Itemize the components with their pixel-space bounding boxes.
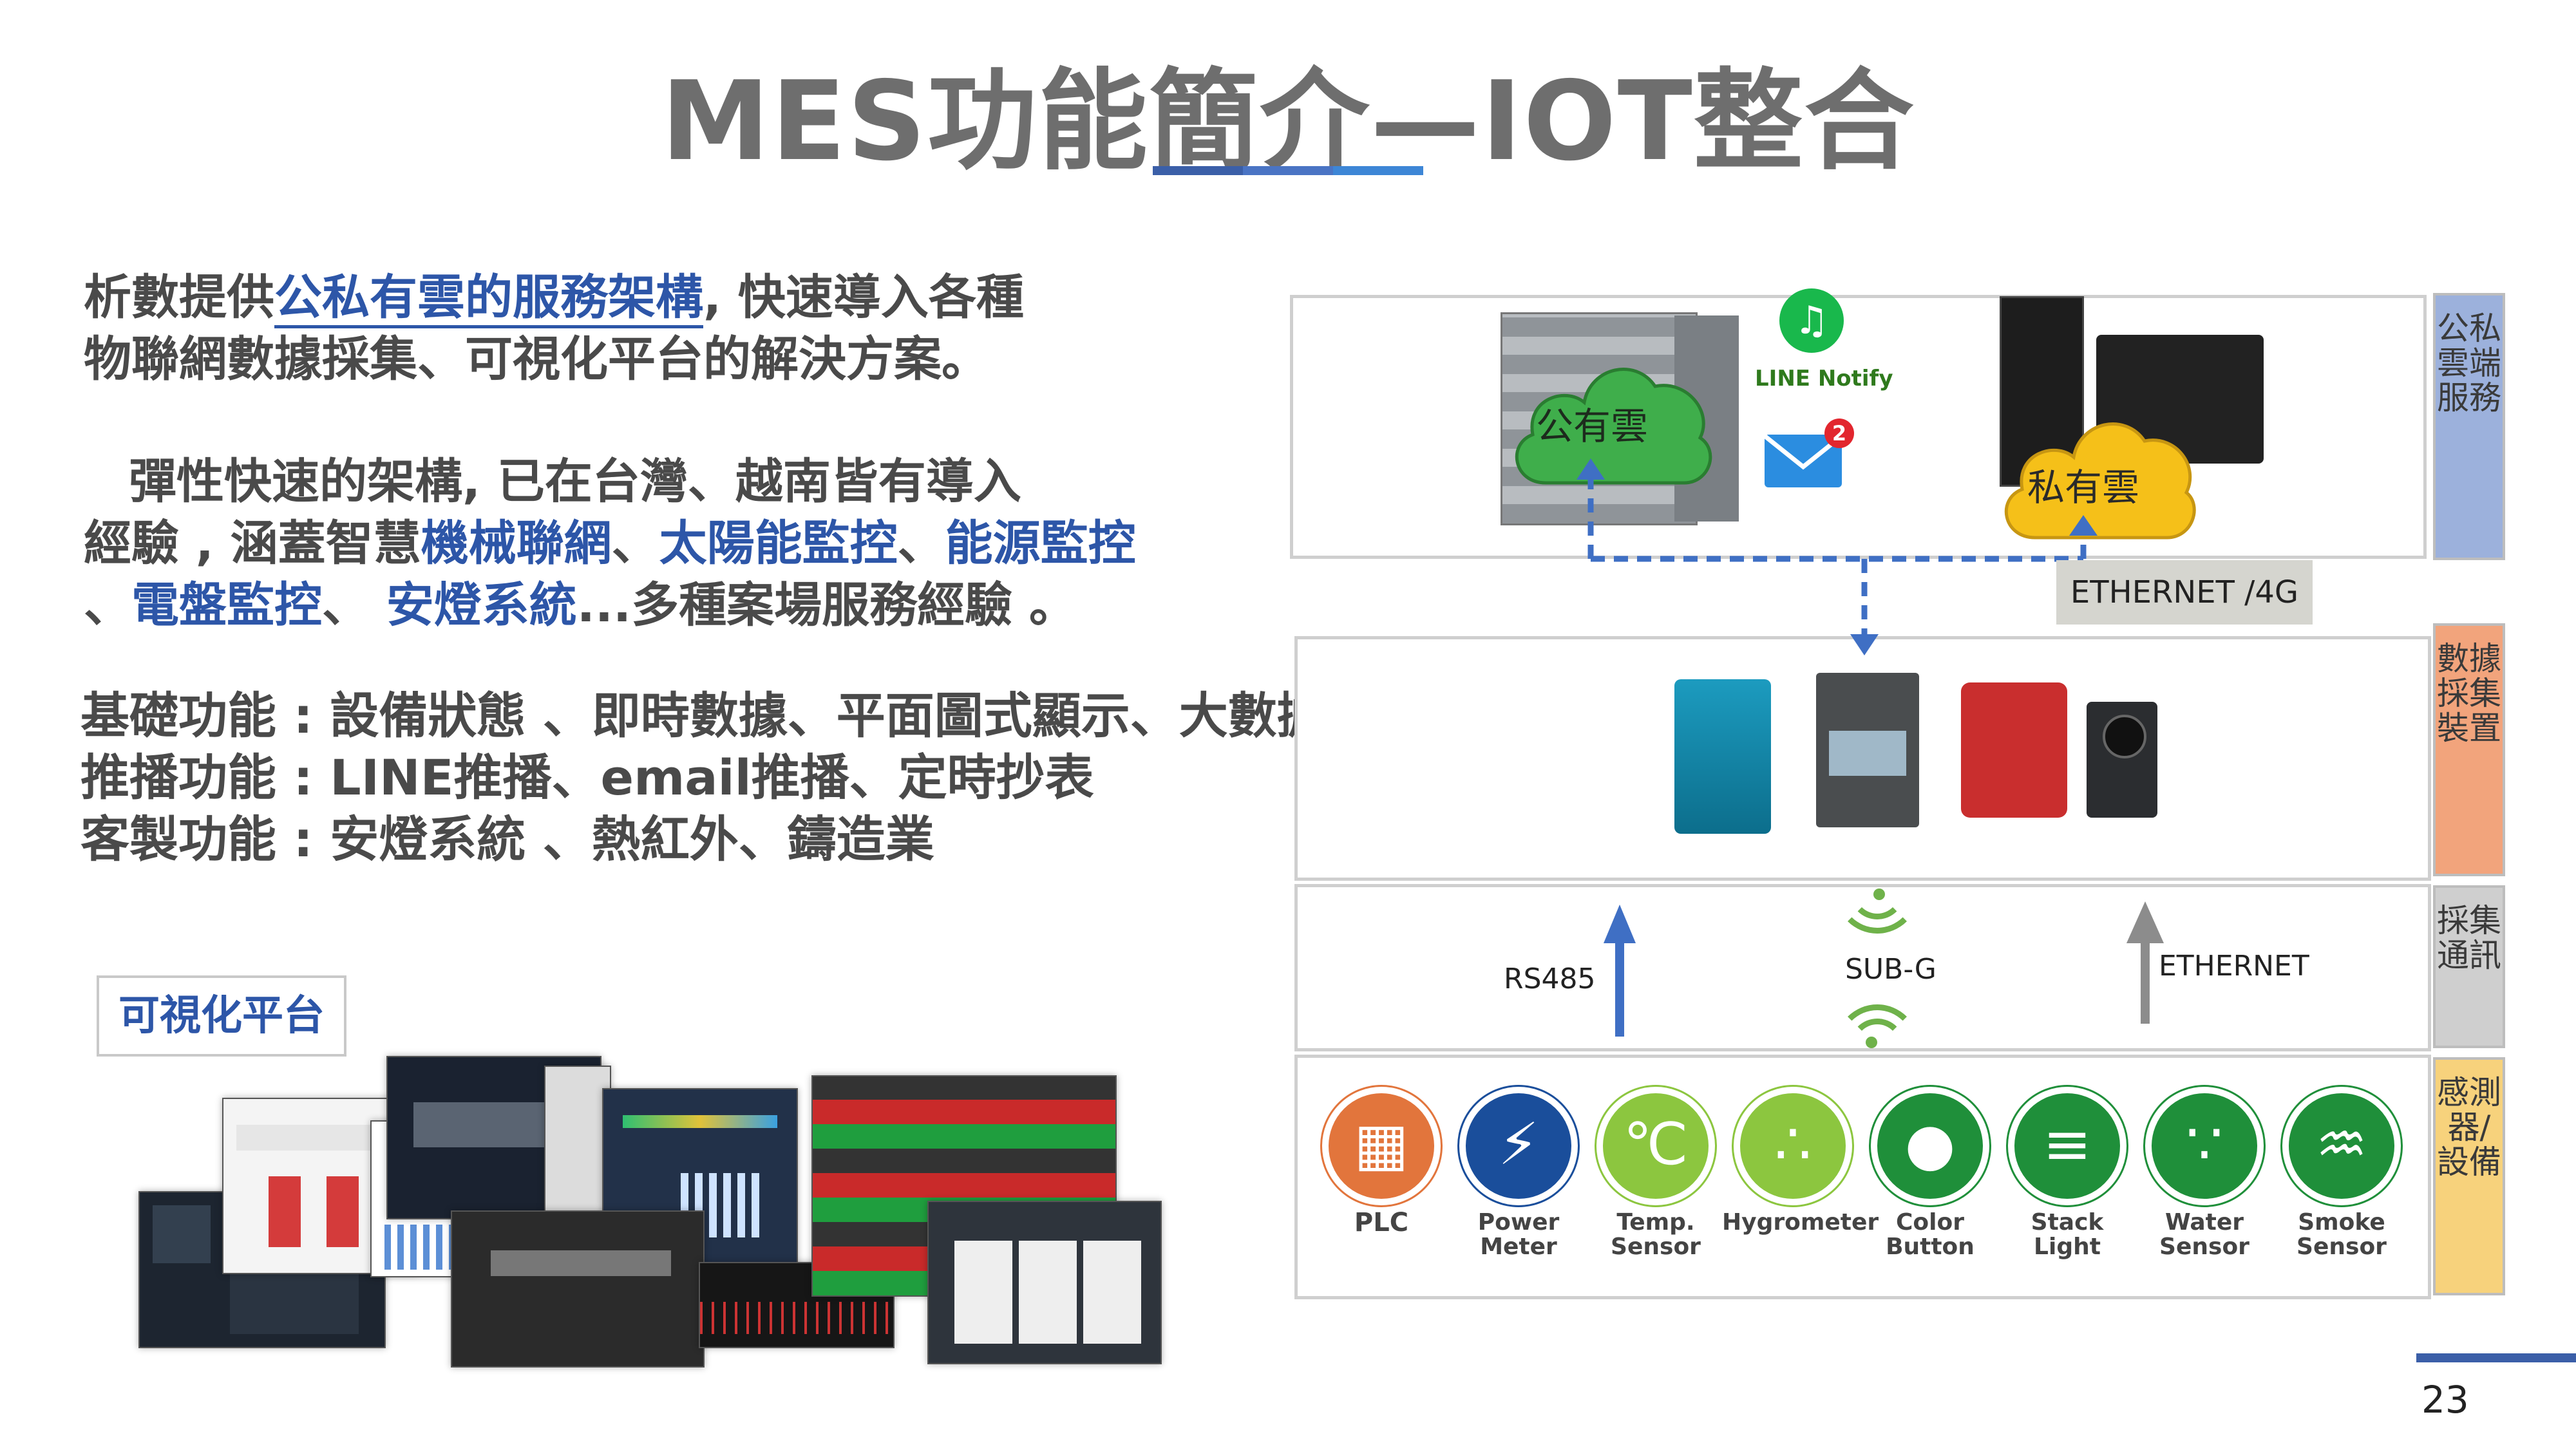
sensor-panel [1294, 1055, 2431, 1299]
intro-line-1: 析數提供公私有雲的服務架構, 快速導入各種 [84, 267, 1024, 328]
function-basic: 基礎功能 : 設備狀態 、即時數據、平面圖式顯示、大數據分析 [80, 687, 1424, 744]
dashboard-screenshot [451, 1210, 705, 1368]
intro-line-3: 彈性快速的架構, 已在台灣、越南皆有導入 [129, 454, 1021, 509]
page-number: 23 [2421, 1378, 2469, 1422]
highlight-text: 能源監控 [945, 516, 1136, 571]
gateway-device-icon [1816, 673, 1919, 827]
network-connection-lines [1577, 458, 2098, 655]
dashboard-screenshot [544, 1066, 611, 1223]
subg-sensor-module-icon [1961, 682, 2067, 818]
rs485-label: RS485 [1504, 963, 1596, 995]
title-underline [1333, 166, 1423, 175]
wifi-signal-icon [1835, 1004, 1919, 1062]
mail-badge: 2 [1824, 418, 1854, 448]
line-notify-bell-icon: ♫ [1779, 288, 1844, 353]
smoke-detector-icon: ♒ [2282, 1087, 2401, 1205]
highlight-text: 安燈系統 [386, 578, 577, 633]
sensor-label: Color Button [1886, 1209, 1975, 1260]
intro-text: 、 [897, 516, 945, 571]
intro-text: ...多種案場服務經驗 。 [576, 578, 1077, 633]
private-cloud-icon [2004, 422, 2196, 540]
intro-text: 、 [84, 578, 131, 633]
layer-label-sensor: 感測器/設備 [2433, 1057, 2505, 1295]
intro-text: 、 [322, 578, 386, 633]
layer-label-communication: 採集通訊 [2433, 885, 2505, 1048]
title-underline [1243, 166, 1333, 175]
communication-arrows [1604, 901, 2164, 1037]
intro-line-2: 物聯網數據採集、可視化平台的解決方案。 [84, 332, 989, 387]
intro-text: 經驗 , 涵蓋智慧 [84, 516, 421, 571]
page-title: MES功能簡介—IOT整合 [661, 58, 1915, 185]
title-underline [1153, 166, 1243, 175]
rs485-module-icon [1674, 679, 1771, 834]
page-number-bar [2416, 1353, 2576, 1362]
intro-line-5: 、電盤監控、 安燈系統...多種案場服務經驗 。 [84, 574, 1077, 636]
wifi-signal-icon [1835, 850, 1919, 934]
ethernet-label: ETHERNET [2159, 950, 2309, 983]
sensor-label: Power Meter [1477, 1209, 1560, 1260]
intro-text: 析數提供 [84, 270, 274, 325]
public-cloud-icon [1515, 368, 1712, 485]
sensor-label: PLC [1354, 1208, 1409, 1237]
sensor-label: Temp. Sensor [1611, 1209, 1701, 1260]
intro-text: , 快速導入各種 [703, 270, 1024, 325]
cloud-architecture-link[interactable]: 公私有雲的服務架構 [274, 270, 703, 328]
dashboard-screenshot [699, 1262, 895, 1348]
subg-label: SUB-G [1845, 953, 1937, 986]
sensor-label: Stack Light [2031, 1209, 2104, 1260]
visualization-platform-label: 可視化平台 [97, 975, 346, 1057]
email-icon [1763, 434, 1844, 487]
water-drops-icon: ∵ [2145, 1087, 2264, 1205]
layer-label-acquisition: 數據採集裝置 [2433, 623, 2505, 876]
public-cloud-label: 公有雲 [1536, 404, 1649, 448]
highlight-text: 機械聯網 [421, 516, 612, 571]
stack-light-icon: ≡ [2008, 1087, 2126, 1205]
camera-device-icon [2087, 702, 2157, 818]
function-custom: 客製功能 : 安燈系統 、熱紅外、鑄造業 [80, 811, 934, 868]
private-cloud-label: 私有雲 [2027, 465, 2140, 509]
sensor-label: Water Sensor [2159, 1209, 2249, 1260]
sensor-label: Smoke Sensor [2297, 1209, 2387, 1260]
function-push: 推播功能 : LINE推播、email推播、定時抄表 [80, 749, 1094, 806]
intro-line-4: 經驗 , 涵蓋智慧機械聯網、太陽能監控、能源監控 [84, 512, 1136, 574]
line-notify-label: LINE Notify [1755, 366, 1893, 391]
intro-text: 、 [611, 516, 659, 571]
plc-icon: ▦ [1322, 1087, 1441, 1205]
thermometer-icon: ℃ [1596, 1087, 1715, 1205]
power-meter-icon: ⚡ [1459, 1087, 1578, 1205]
dashboard-screenshot [927, 1201, 1162, 1364]
ethernet-4g-label: ETHERNET /4G [2056, 560, 2313, 625]
highlight-text: 電盤監控 [131, 578, 322, 633]
button-icon: ● [1871, 1087, 1989, 1205]
highlight-text: 太陽能監控 [659, 516, 898, 571]
sensor-label: Hygrometer [1722, 1209, 1879, 1236]
layer-label-cloud: 公私雲端服務 [2433, 293, 2505, 560]
droplets-icon: ∴ [1734, 1087, 1852, 1205]
